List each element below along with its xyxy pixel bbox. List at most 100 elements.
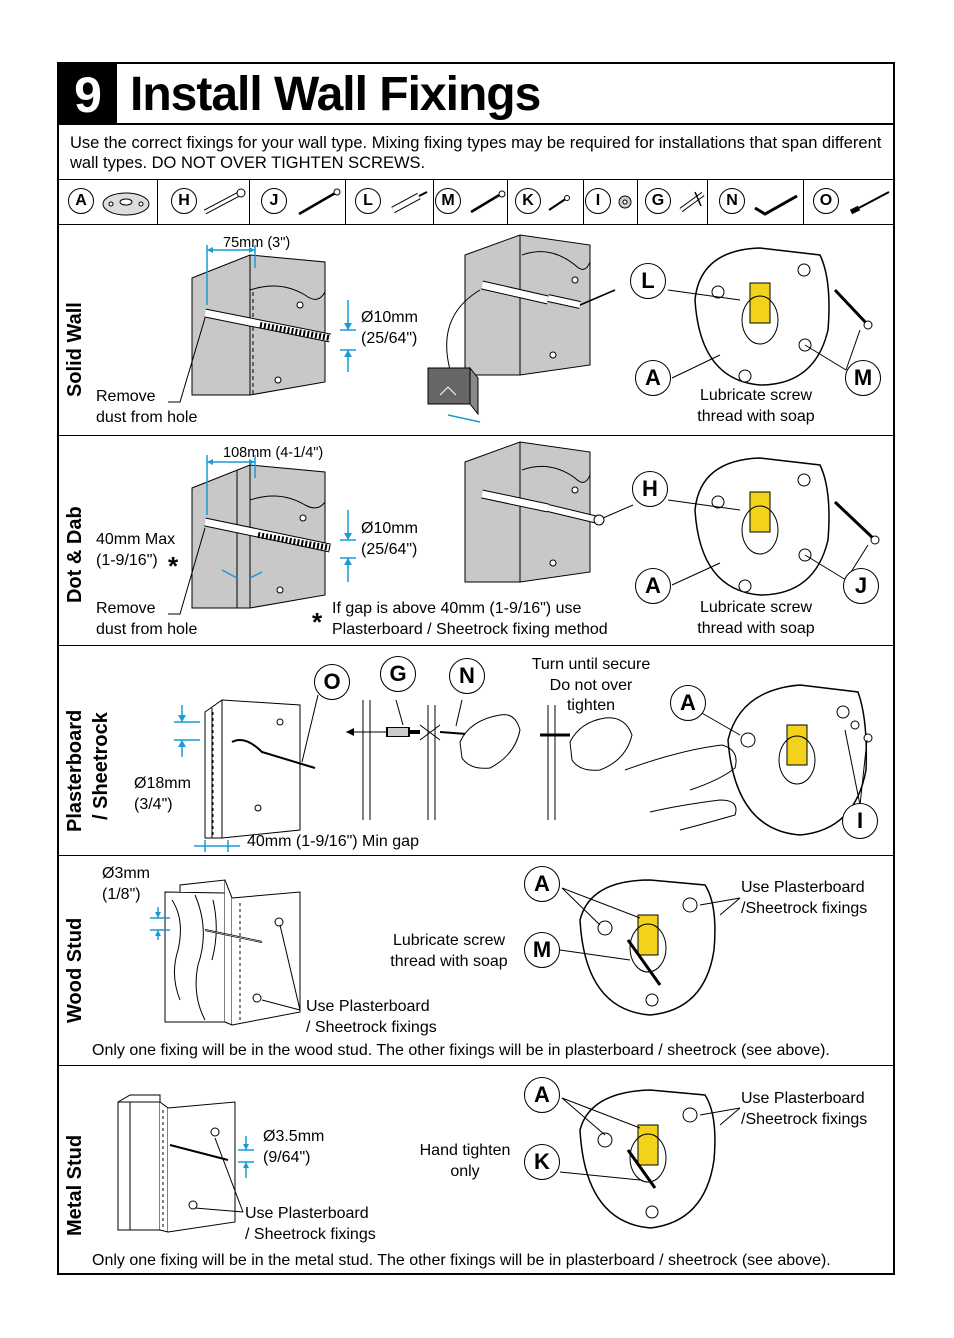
callout-A: A — [524, 1077, 560, 1113]
plasterboard-note-2: /Sheetrock fixings — [741, 900, 868, 917]
diameter-inch-label: (3/4") — [134, 796, 173, 813]
divider — [57, 645, 895, 646]
part-letter: L — [355, 188, 381, 214]
divider — [57, 224, 895, 225]
asterisk-mark: * — [312, 607, 323, 637]
gap-inch-label: (1-9/16") — [96, 552, 158, 569]
part-G: G — [639, 180, 707, 224]
parts-list: A H J L M K — [57, 180, 895, 224]
callout-M: M — [845, 360, 881, 396]
part-letter: O — [813, 188, 839, 214]
diameter-inch-label: (25/64") — [361, 330, 418, 347]
gap-warning: If gap is above 40mm (1-9/16") use — [332, 600, 582, 617]
callout-A: A — [635, 568, 671, 604]
depth-label: 108mm (4-1/4") — [223, 445, 324, 461]
part-letter: G — [645, 188, 671, 214]
min-gap-label: 40mm (1-9/16") Min gap — [247, 833, 419, 850]
part-H: H — [159, 180, 247, 224]
part-O: O — [805, 180, 895, 224]
part-M: M — [435, 180, 519, 224]
callout-K: K — [524, 1144, 560, 1180]
plasterboard-note-2: / Sheetrock fixings — [245, 1226, 376, 1243]
part-letter: N — [719, 188, 745, 214]
allen-key-icon — [754, 194, 798, 216]
part-letter: H — [171, 188, 197, 214]
callout-L: L — [630, 263, 666, 299]
part-letter: I — [585, 188, 611, 214]
asterisk-mark: * — [168, 551, 179, 581]
diameter-inch-label: (25/64") — [361, 541, 418, 558]
part-I: I — [585, 180, 645, 224]
section-label-dot-dab: Dot & Dab — [64, 506, 86, 603]
dust-note-2: dust from hole — [96, 409, 198, 426]
separator — [507, 180, 508, 224]
separator — [637, 180, 638, 224]
diameter-label: Ø10mm — [361, 520, 418, 537]
depth-label: 75mm (3") — [223, 235, 291, 251]
section-label-wood-stud: Wood Stud — [64, 917, 86, 1023]
divider — [57, 1065, 895, 1066]
washer-icon — [618, 195, 632, 209]
divider — [57, 179, 895, 180]
separator — [345, 180, 346, 224]
callout-A: A — [635, 360, 671, 396]
part-N: N — [709, 180, 801, 224]
wall-plate-icon — [102, 192, 150, 216]
hand-tighten-note: Hand tighten — [419, 1142, 511, 1159]
wall-plate-drawing-2 — [667, 457, 880, 596]
dust-note-2: dust from hole — [96, 621, 198, 638]
frame-fixing-plug-icon — [203, 188, 246, 215]
part-A: A — [57, 180, 153, 224]
self-tapping-screw-icon — [548, 195, 570, 211]
lube-note-2: thread with soap — [697, 408, 815, 425]
dust-note: Remove — [96, 388, 156, 405]
page-title: Install Wall Fixings — [130, 68, 541, 121]
lube-note: Lubricate screw — [699, 387, 813, 404]
plasterboard-note: Use Plasterboard — [306, 998, 430, 1015]
wood-stud-illustration — [150, 879, 741, 1026]
callout-A: A — [524, 866, 560, 902]
separator — [707, 180, 708, 224]
plasterboard-note-2: / Sheetrock fixings — [306, 1019, 437, 1036]
part-letter: M — [435, 188, 461, 214]
gap-warning-2: Plasterboard / Sheetrock fixing method — [332, 621, 608, 638]
separator — [803, 180, 804, 224]
diameter-label: Ø3mm — [102, 865, 150, 882]
part-L: L — [347, 180, 431, 224]
separator — [583, 180, 584, 224]
separator — [249, 180, 250, 224]
diameter-label: Ø10mm — [361, 309, 418, 326]
cavity-anchor-icon — [679, 191, 705, 213]
plasterboard-note: Use Plasterboard — [245, 1205, 369, 1222]
section-label-plasterboard: Plasterboard — [64, 709, 86, 832]
part-J: J — [251, 180, 343, 224]
plasterboard-note: Use Plasterboard — [741, 1090, 865, 1107]
part-letter: J — [261, 188, 287, 214]
lube-note-2: thread with soap — [697, 620, 815, 637]
diameter-inch-label: (9/64") — [263, 1149, 311, 1166]
part-letter: K — [515, 188, 541, 214]
turn-note: Turn until secure — [531, 656, 651, 673]
callout-J: J — [843, 568, 879, 604]
diameter-label: Ø3.5mm — [263, 1128, 325, 1145]
divider — [57, 855, 895, 856]
callout-G: G — [380, 656, 416, 692]
dust-note: Remove — [96, 600, 156, 617]
separator — [433, 180, 434, 224]
hand-tighten-note-2: only — [450, 1163, 480, 1180]
diameter-label: Ø18mm — [134, 775, 191, 792]
wall-plug-icon — [391, 191, 428, 214]
dot-dab-block — [168, 455, 356, 615]
plasterboard-note: Use Plasterboard — [741, 879, 865, 896]
callout-I: I — [842, 803, 878, 839]
turn-note-2: Do not over — [549, 677, 633, 694]
metal-stud-footnote: Only one fixing will be in the metal stu… — [92, 1252, 831, 1269]
lube-note: Lubricate screw — [392, 932, 506, 949]
setting-tool-icon — [849, 191, 890, 215]
callout-N: N — [449, 658, 485, 694]
part-K: K — [509, 180, 581, 224]
wood-stud-footnote: Only one fixing will be in the wood stud… — [92, 1042, 830, 1059]
section-label-metal-stud: Metal Stud — [64, 1134, 86, 1236]
screw-icon — [470, 190, 506, 214]
